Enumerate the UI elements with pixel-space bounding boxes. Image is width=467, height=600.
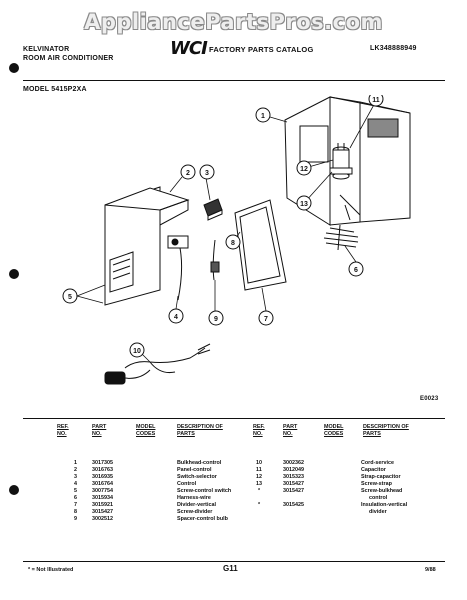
capacitor-part (329, 143, 353, 180)
callout-4: 4 (174, 314, 178, 321)
right-model-header: MODEL CODES (324, 424, 344, 437)
callout-5: 5 (68, 294, 72, 301)
right-ref-header: REF. NO. (253, 424, 265, 437)
binder-hole-bullet (9, 269, 19, 279)
revision-date: 9/88 (425, 567, 436, 573)
table-top-rule (23, 418, 445, 419)
wci-logo: WCI (170, 38, 208, 59)
bulkhead-part (284, 96, 411, 226)
service-cord-part (104, 343, 211, 385)
footer-rule (23, 561, 445, 562)
binder-hole-bullet (9, 63, 19, 73)
right-part-header: PART NO. (283, 424, 298, 437)
callout-9: 9 (214, 316, 218, 323)
callout-circles (62, 95, 384, 358)
control-thermostat-part (167, 235, 189, 301)
callout-6: 6 (354, 267, 358, 274)
callout-12: 12 (300, 166, 308, 173)
callout-8: 8 (231, 240, 235, 247)
header-rule (23, 80, 445, 81)
callout-3: 3 (205, 170, 209, 177)
leader-lines (76, 100, 377, 363)
page-number: G11 (223, 564, 238, 573)
catalog-number: LK348888949 (370, 45, 417, 52)
brand-name: KELVINATOR (23, 46, 70, 53)
wire-harness-part (323, 224, 359, 251)
exploded-parts-diagram: 1 2 3 4 5 6 7 8 9 10 11 12 13 (62, 95, 411, 385)
binder-hole-bullet (9, 485, 19, 495)
callout-7: 7 (264, 316, 268, 323)
control-panel-part (104, 186, 190, 306)
left-ref-header: REF. NO. (57, 424, 69, 437)
drawing-code: E0023 (420, 396, 439, 402)
left-desc-header: DESCRIPTION OF PARTS (177, 424, 223, 437)
callout-11: 11 (372, 97, 380, 104)
model-number: MODEL 5415P2XA (23, 86, 87, 93)
callout-2: 2 (186, 170, 190, 177)
spacer-bulb-part (210, 239, 220, 281)
product-name: ROOM AIR CONDITIONER (23, 55, 114, 62)
left-part-header: PART NO. (92, 424, 107, 437)
callout-1: 1 (261, 113, 265, 120)
catalog-title: FACTORY PARTS CATALOG (209, 45, 314, 54)
callout-13: 13 (300, 201, 308, 208)
selector-switch-part (203, 198, 223, 221)
callout-10: 10 (133, 348, 141, 355)
watermark: AppliancePartsPros.com (84, 10, 383, 34)
right-desc-header: DESCRIPTION OF PARTS (363, 424, 409, 437)
not-illustrated-note: * = Not Illustrated (28, 567, 74, 573)
vertical-divider-part (234, 199, 287, 291)
left-model-header: MODEL CODES (136, 424, 156, 437)
